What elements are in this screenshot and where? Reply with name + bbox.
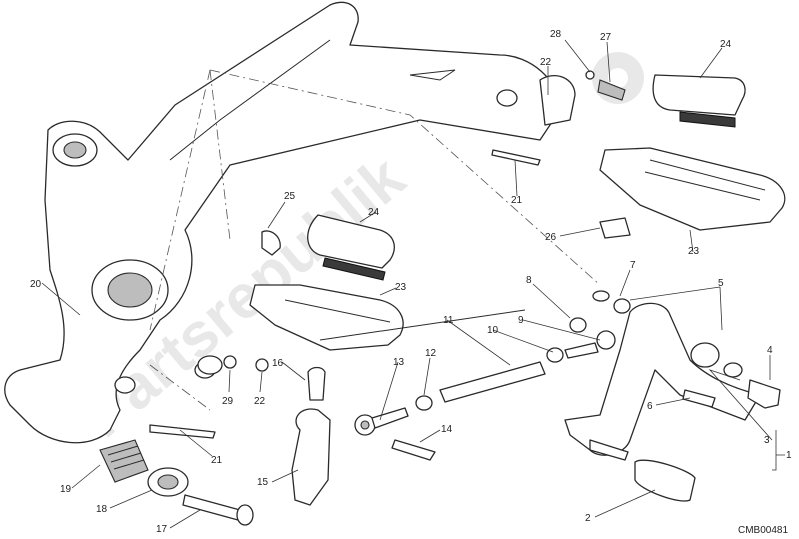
callout-label: 7	[630, 260, 636, 271]
callout-label: 2	[585, 513, 591, 524]
callout-label: 29	[222, 396, 234, 407]
callout-label: 4	[767, 345, 773, 356]
callout-label: 22	[254, 396, 266, 407]
callout-label: 11	[443, 315, 454, 326]
gear-lever-assembly	[564, 302, 781, 502]
callout-label: 23	[395, 282, 407, 293]
callout-label: 5	[718, 278, 724, 289]
callout-label: 26	[545, 232, 557, 243]
callout-label: 18	[96, 504, 108, 515]
callout-label: 22	[540, 57, 552, 68]
callout-label: 14	[441, 424, 453, 435]
right-footpeg-assembly	[491, 70, 786, 239]
callout-label: 21	[511, 195, 523, 206]
callout-label: 23	[688, 246, 700, 257]
callout-label: 6	[647, 401, 653, 412]
callout-label: 16	[272, 358, 284, 369]
leader-lines	[41, 39, 785, 529]
callout-label: 17	[156, 524, 168, 535]
callout-label: 1	[786, 450, 792, 461]
callout-label: 9	[518, 315, 524, 326]
callout-label: 24	[720, 39, 732, 50]
callout-label: 20	[30, 279, 42, 290]
lower-left-parts	[99, 355, 254, 526]
callout-label: 24	[368, 207, 380, 218]
callout-labels: 28 27 24 22 21 23 26 25 24 23 20 8 7 5 1…	[30, 29, 792, 535]
callout-label: 28	[550, 29, 562, 40]
callout-label: 3	[764, 435, 770, 446]
callout-label: 10	[487, 325, 499, 336]
assembly-lines	[149, 69, 601, 411]
callout-label: 25	[284, 191, 296, 202]
callout-label: 27	[600, 32, 612, 43]
callout-label: 15	[257, 477, 269, 488]
callout-label: 13	[393, 357, 405, 368]
drawing-code: CMB00481	[738, 525, 788, 536]
linkage-rod-assembly	[223, 290, 631, 506]
callout-label: 8	[526, 275, 532, 286]
callout-label: 12	[425, 348, 437, 359]
callout-label: 19	[60, 484, 72, 495]
callout-label: 21	[211, 455, 223, 466]
